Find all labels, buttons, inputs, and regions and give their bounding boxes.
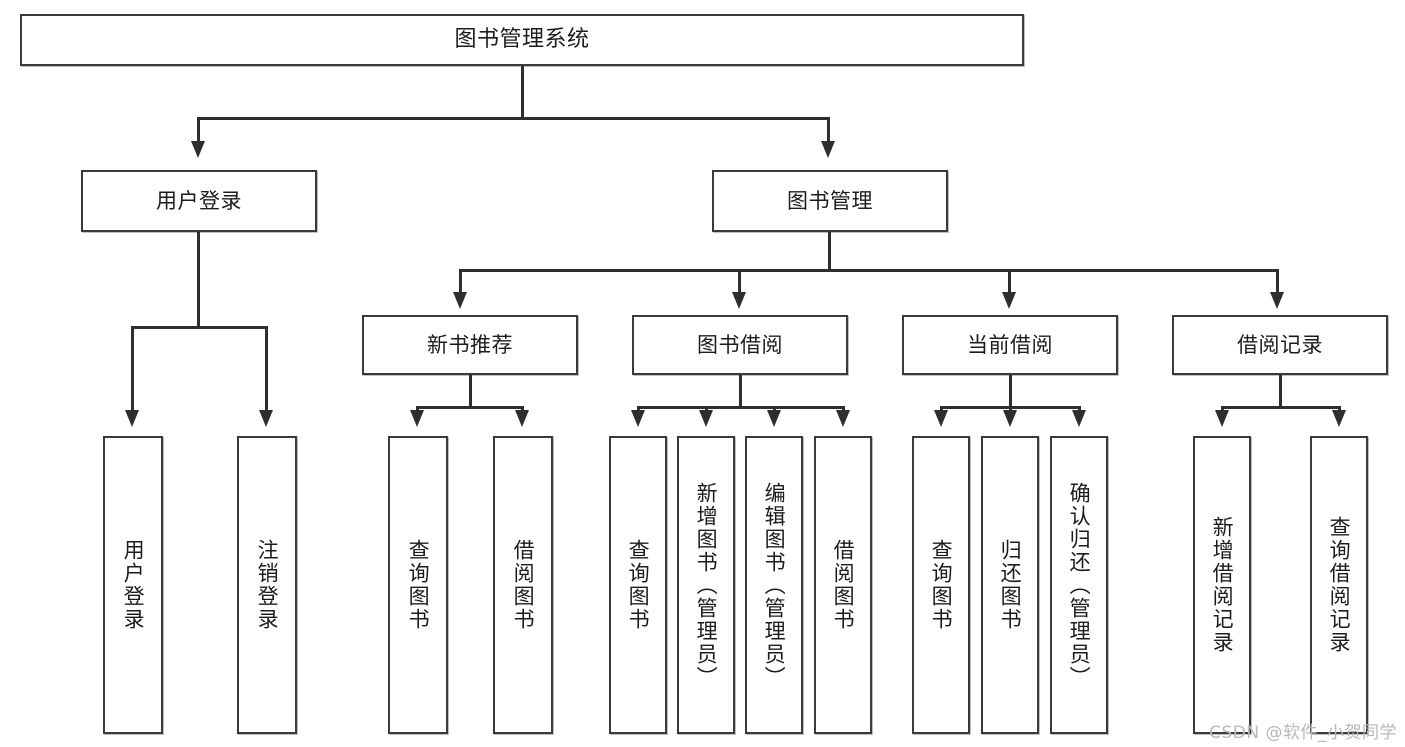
node-new-book-recommend[interactable]: 新书推荐 — [362, 315, 578, 375]
connector-to-book-borrow — [738, 269, 741, 295]
arrow-current-borrow-child-0 — [934, 410, 948, 427]
connector-user-login-stem — [197, 232, 200, 328]
arrow-to-book-management — [821, 141, 835, 158]
node-borrow-record[interactable]: 借阅记录 — [1172, 315, 1388, 375]
connector-level2-bus — [197, 117, 829, 120]
node-label: 图书管理 — [787, 188, 873, 213]
node-label: 当前借阅 — [967, 332, 1053, 357]
node-label: 图书借阅 — [697, 332, 783, 357]
connector-current-borrow-stem — [1009, 375, 1012, 408]
arrow-new-book-child-0 — [410, 410, 424, 427]
connector-to-user-login — [197, 117, 200, 144]
connector-user-login-child-1 — [265, 326, 268, 413]
connector-new-book-stem — [469, 375, 472, 408]
arrow-user-login-child-0 — [125, 410, 139, 427]
leaf-user-login-logout[interactable]: 注销登录 — [237, 436, 297, 734]
leaf-label: 借阅图书 — [511, 539, 536, 631]
connector-borrow-record-bus — [1221, 406, 1341, 409]
leaf-borrow-record-add-record[interactable]: 新增借阅记录 — [1193, 436, 1251, 734]
connector-to-book-management — [827, 117, 830, 144]
leaf-label: 注销登录 — [255, 539, 280, 631]
leaf-new-book-query-book[interactable]: 查询图书 — [388, 436, 448, 734]
node-book-borrow[interactable]: 图书借阅 — [632, 315, 848, 375]
leaf-label: 查询图书 — [626, 539, 651, 631]
arrow-borrow-record-child-0 — [1215, 410, 1229, 427]
node-current-borrow[interactable]: 当前借阅 — [902, 315, 1118, 375]
leaf-label: 新增借阅记录 — [1210, 516, 1235, 654]
leaf-current-borrow-query-book[interactable]: 查询图书 — [912, 436, 970, 734]
arrow-to-new-book — [453, 292, 467, 309]
arrow-user-login-child-1 — [259, 410, 273, 427]
leaf-label: 借阅图书 — [831, 539, 856, 631]
connector-user-login-child-0 — [131, 326, 134, 413]
arrow-book-borrow-child-2 — [767, 410, 781, 427]
leaf-label: 查询图书 — [929, 539, 954, 631]
leaf-label: 查询图书 — [406, 539, 431, 631]
leaf-book-borrow-edit-book-admin[interactable]: 编辑图书（管理员） — [745, 436, 803, 734]
arrow-borrow-record-child-1 — [1332, 410, 1346, 427]
leaf-book-borrow-add-book-admin[interactable]: 新增图书（管理员） — [677, 436, 735, 734]
leaf-label: 用户登录 — [121, 539, 146, 631]
csdn-watermark: CSDN @软件_小贺同学 — [1209, 723, 1397, 743]
leaf-label: 查询借阅记录 — [1327, 516, 1352, 654]
arrow-current-borrow-child-2 — [1072, 410, 1086, 427]
connector-level3-bus — [459, 269, 1279, 272]
leaf-user-login-login[interactable]: 用户登录 — [103, 436, 163, 734]
node-book-management[interactable]: 图书管理 — [712, 170, 948, 232]
leaf-current-borrow-return-book[interactable]: 归还图书 — [981, 436, 1039, 734]
arrow-to-book-borrow — [732, 292, 746, 309]
node-label: 图书管理系统 — [454, 27, 590, 53]
leaf-label: 确认归还（管理员） — [1067, 481, 1092, 689]
arrow-to-borrow-record — [1270, 292, 1284, 309]
connector-book-borrow-bus — [637, 406, 845, 409]
connector-to-current-borrow — [1008, 269, 1011, 295]
leaf-label: 新增图书（管理员） — [694, 481, 719, 689]
leaf-new-book-borrow-book[interactable]: 借阅图书 — [493, 436, 553, 734]
connector-new-book-bus — [416, 406, 524, 409]
arrow-new-book-child-1 — [515, 410, 529, 427]
node-label: 新书推荐 — [427, 332, 513, 357]
arrow-to-current-borrow — [1002, 292, 1016, 309]
arrow-book-borrow-child-1 — [699, 410, 713, 427]
leaf-borrow-record-query-record[interactable]: 查询借阅记录 — [1310, 436, 1368, 734]
arrow-current-borrow-child-1 — [1003, 410, 1017, 427]
leaf-book-borrow-query-book[interactable]: 查询图书 — [609, 436, 667, 734]
arrow-book-borrow-child-0 — [631, 410, 645, 427]
connector-to-borrow-record — [1276, 269, 1279, 295]
connector-to-new-book — [459, 269, 462, 295]
connector-borrow-record-stem — [1279, 375, 1282, 408]
node-root-book-management-system[interactable]: 图书管理系统 — [20, 14, 1024, 66]
leaf-label: 归还图书 — [998, 539, 1023, 631]
arrow-book-borrow-child-3 — [836, 410, 850, 427]
leaf-current-borrow-confirm-return-admin[interactable]: 确认归还（管理员） — [1050, 436, 1108, 734]
node-user-login[interactable]: 用户登录 — [81, 170, 317, 232]
connector-user-login-bus — [131, 326, 267, 329]
node-label: 借阅记录 — [1237, 332, 1323, 357]
connector-root-stem — [521, 66, 524, 118]
arrow-to-user-login — [191, 141, 205, 158]
connector-book-management-stem — [828, 232, 831, 271]
leaf-book-borrow-borrow-book[interactable]: 借阅图书 — [814, 436, 872, 734]
node-label: 用户登录 — [156, 188, 242, 213]
leaf-label: 编辑图书（管理员） — [762, 481, 787, 689]
connector-book-borrow-stem — [739, 375, 742, 408]
